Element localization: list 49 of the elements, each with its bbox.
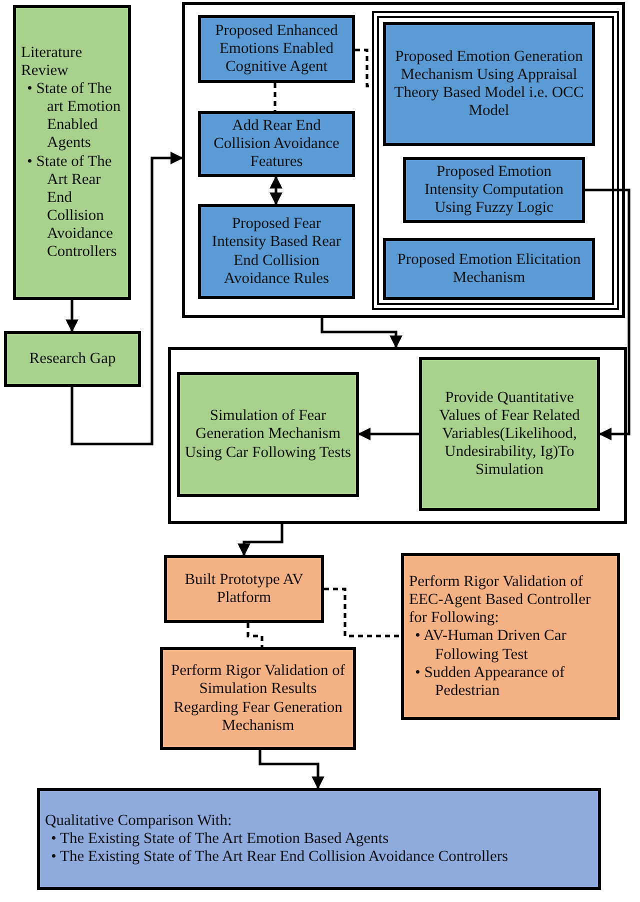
box-text: Add Rear End Collision Avoidance Features: [212, 116, 340, 172]
process-box: [198, 204, 355, 299]
process-box: [401, 553, 620, 720]
process-box: [403, 157, 585, 223]
arrow: [585, 188, 630, 440]
process-box: [198, 15, 355, 83]
box-heading: Literature Review: [21, 44, 84, 80]
process-box: [13, 5, 131, 300]
process-box: [383, 22, 595, 146]
box-heading: Perform Rigor Validation of EEC-Agent Based Controller for Following:: [409, 573, 592, 628]
process-box: [164, 555, 324, 623]
process-box: [160, 647, 356, 750]
process-box: [419, 357, 600, 511]
process-box: [37, 788, 601, 890]
arrow: [66, 300, 78, 332]
arrow: [70, 152, 184, 446]
arrow: [238, 524, 284, 556]
process-box: [4, 331, 141, 387]
process-box: [177, 372, 359, 497]
box-text: Proposed Emotion Intensity Computation Using Fuzzy Logic: [423, 162, 565, 218]
box-text: Proposed Emotion Elicitation Mechanism: [396, 250, 582, 288]
box-heading: Qualitative Comparison With:: [45, 812, 233, 830]
box-text: Proposed Enhanced Emotions Enabled Cognitive Agent: [214, 22, 339, 76]
container-box: [182, 2, 625, 318]
connector-line: [246, 623, 264, 647]
connector-line: [324, 588, 401, 638]
bullet-item: • AV-Human Driven Car Following Test: [414, 627, 568, 664]
bullet-item: • The Existing State of The Art Rear End Collision Avoidance Controllers: [50, 848, 510, 866]
box-text: Proposed Fear Intensity Based Rear End Collision Avoidance Rules: [210, 215, 342, 288]
arrow: [270, 176, 282, 206]
process-box: [198, 111, 355, 177]
box-text: Simulation of Fear Generation Mechanism Using Car Following Tests: [184, 407, 352, 462]
arrow: [358, 428, 419, 440]
connector-line: [355, 48, 372, 88]
bullet-item: • Sudden Appearance of Pedestrian: [414, 664, 566, 700]
bullet-item: • State of The art Emotion Enabled Agents: [26, 80, 122, 152]
box-text: Research Gap: [29, 350, 116, 368]
bullet-item: • The Existing State of The Art Emotion Based Agents: [50, 830, 390, 848]
bullet-item: • State of The Art Rear End Collision Avoidance Controllers: [26, 152, 118, 262]
box-text: Proposed Emotion Generation Mechanism Using Appraisal Theory Based Model i.e. OCC Model: [393, 48, 585, 120]
box-text: Built Prototype AV Platform: [184, 570, 304, 608]
process-box: [383, 238, 595, 300]
container-box: [168, 347, 627, 524]
box-text: Perform Rigor Validation of Simulation Results Regarding Fear Generation Mechanism: [170, 662, 346, 735]
arrow: [320, 318, 402, 348]
box-text: Provide Quantitative Values of Fear Related Variables(Likelihood, Undesirability, Ig)To Simulation: [438, 388, 581, 480]
arrow: [258, 750, 324, 790]
connector-line: [274, 83, 276, 111]
container-box: [372, 11, 619, 310]
